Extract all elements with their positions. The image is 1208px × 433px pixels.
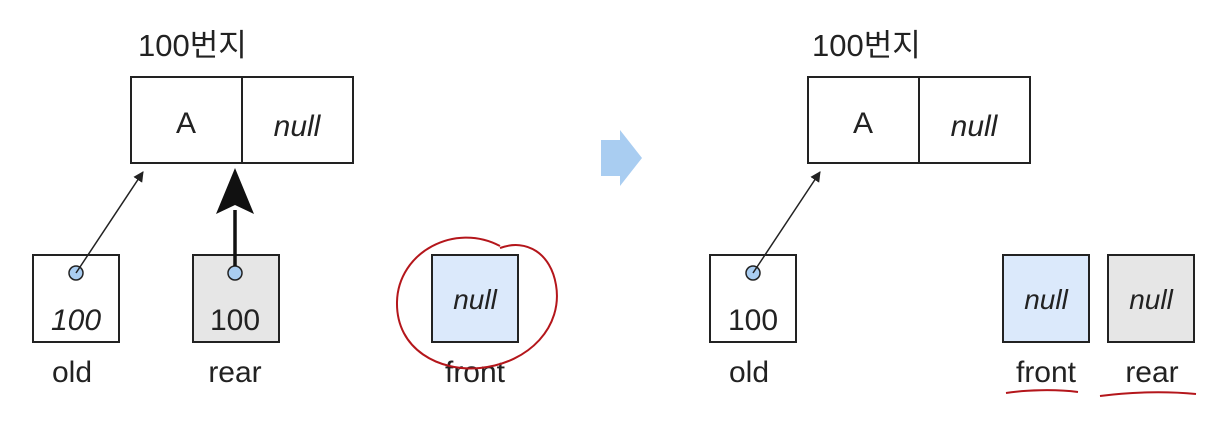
left-var-old: 100 old (32, 254, 120, 389)
left-rear-label: rear (208, 356, 261, 389)
right-node: A null (807, 76, 1031, 164)
left-node-link: null (274, 110, 322, 143)
right-panel: 100번지 A null 100 old null front null rea… (709, 28, 1197, 397)
front-underline-annotation (1005, 389, 1079, 394)
rear-underline-annotation (1099, 391, 1197, 397)
transition-arrow-icon (601, 130, 642, 186)
left-rear-arrow-head (216, 168, 254, 214)
left-address-label: 100번지 (138, 28, 247, 63)
right-old-label: old (729, 356, 769, 389)
red-circle-annotation (395, 236, 558, 370)
left-node: A null (130, 76, 354, 164)
left-rear-pointer-dot (227, 265, 243, 281)
left-var-rear: 100 rear (192, 254, 280, 389)
left-old-arrow (75, 171, 144, 274)
right-var-old: 100 old (709, 254, 797, 389)
right-rear-value: null (1129, 284, 1173, 315)
left-front-label: front (445, 356, 506, 389)
right-front-box (1002, 254, 1090, 343)
right-old-value: 100 (728, 304, 778, 337)
right-rear-label: rear (1125, 356, 1178, 389)
left-panel: 100번지 A null 100 old 100 rear null (32, 28, 558, 389)
right-address-label: 100번지 (812, 28, 921, 63)
left-old-value: 100 (51, 304, 101, 337)
right-var-front: null front (1002, 254, 1090, 389)
left-rear-value: 100 (210, 304, 260, 337)
left-front-box (431, 254, 519, 343)
left-node-data: A (176, 107, 196, 140)
right-node-data: A (853, 107, 873, 140)
left-var-front: null front (431, 254, 519, 389)
left-front-value: null (453, 284, 497, 315)
right-node-link: null (951, 110, 999, 143)
right-rear-box (1107, 254, 1195, 343)
right-front-label: front (1016, 356, 1077, 389)
right-front-value: null (1024, 284, 1068, 315)
right-var-rear: null rear (1107, 254, 1195, 389)
left-old-label: old (52, 356, 92, 389)
right-old-arrow (752, 171, 821, 274)
